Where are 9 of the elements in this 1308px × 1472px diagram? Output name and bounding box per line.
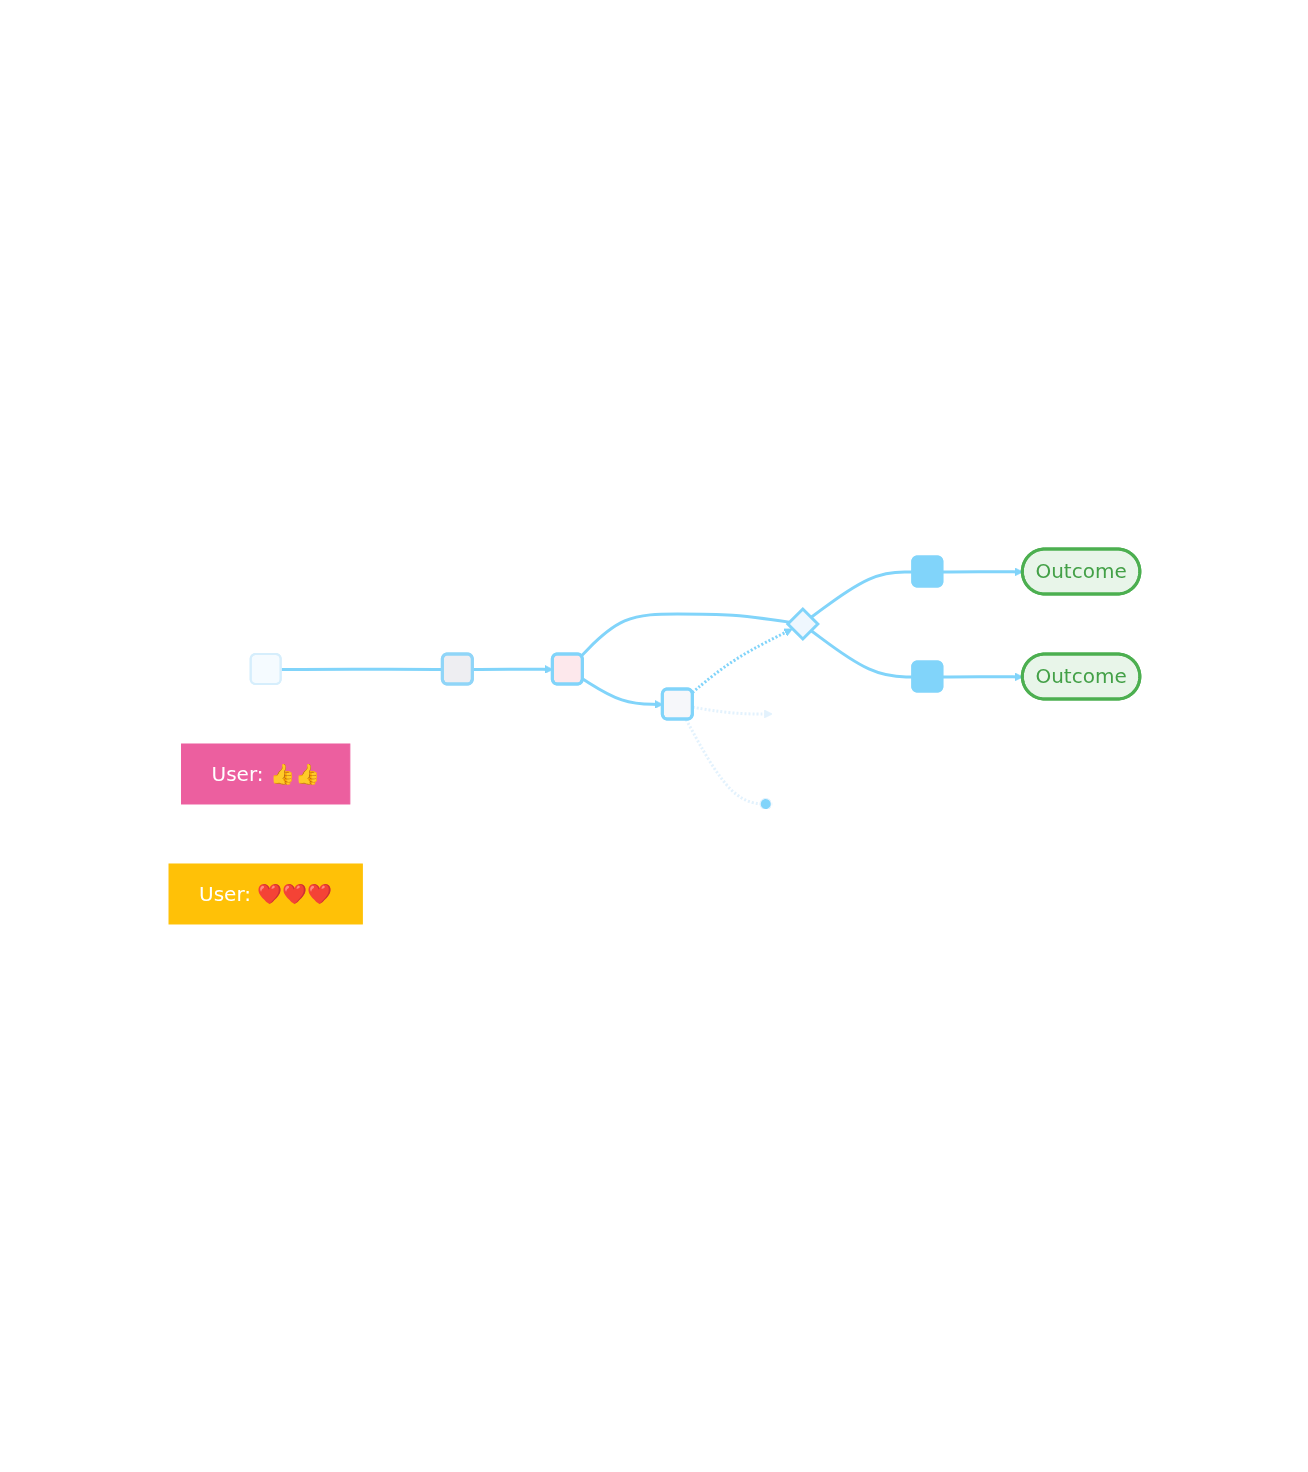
connector [942,567,1023,576]
node-box: User: 👍👍 [180,743,350,804]
connector [684,718,772,810]
connector [942,672,1023,681]
connector [691,628,793,694]
node-box: User: ❤❤❤ [168,863,363,924]
connector [692,705,773,718]
node-diamond [785,606,820,641]
connector [579,612,789,657]
